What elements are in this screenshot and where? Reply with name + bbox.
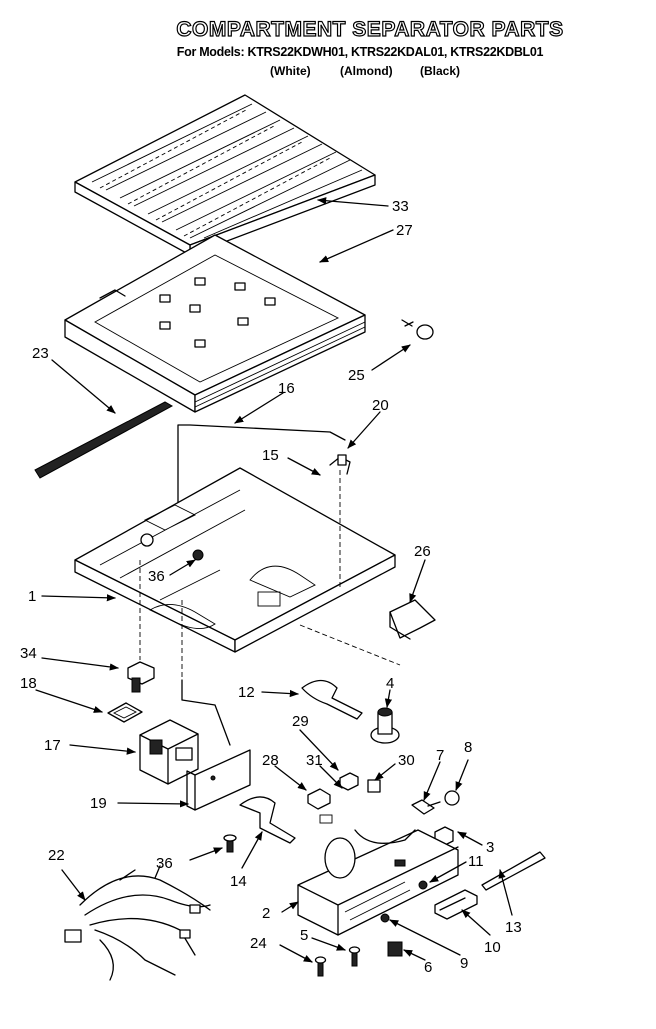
part-8-lamp: [427, 790, 460, 807]
callout-15: 15: [262, 447, 279, 464]
callout-26: 26: [414, 543, 431, 560]
callout-29: 29: [292, 713, 309, 730]
part-24-screw: [314, 956, 327, 977]
callout-10: 10: [484, 939, 501, 956]
callout-31: 31: [306, 752, 323, 769]
callout-30: 30: [398, 752, 415, 769]
leader-lines: [35, 197, 513, 963]
callout-2: 2: [262, 905, 270, 922]
model-numbers: For Models: KTRS22KDWH01, KTRS22KDAL01, …: [176, 45, 544, 59]
part-10-bracket: [434, 889, 478, 920]
callout-9: 9: [460, 955, 468, 972]
callout-18: 18: [20, 675, 37, 692]
callout-28: 28: [262, 752, 279, 769]
color-almond: (Almond): [340, 64, 393, 78]
callout-16: 16: [278, 380, 295, 397]
callout-33: 33: [392, 198, 409, 215]
callout-22: 22: [48, 847, 65, 864]
part-2-housing: [297, 829, 459, 936]
part-16-wire: [177, 424, 351, 521]
part-26-foam: [389, 599, 436, 640]
callout-36b: 36: [156, 855, 173, 872]
part-34-clip: [127, 661, 155, 693]
part-12-clip: [301, 679, 363, 720]
part-23-strip: [34, 401, 174, 479]
part-19-cover: [186, 749, 251, 811]
callout-13: 13: [505, 919, 522, 936]
callout-36a: 36: [148, 568, 165, 585]
part-11-screw: [418, 880, 428, 890]
callout-25: 25: [348, 367, 365, 384]
part-7-sensor: [411, 799, 435, 815]
part-31-clip: [339, 772, 359, 791]
callout-14: 14: [230, 873, 247, 890]
callout-12: 12: [238, 684, 255, 701]
part-9-screw: [380, 913, 390, 923]
callout-3: 3: [486, 839, 494, 856]
color-white: (White): [270, 64, 311, 78]
callout-20: 20: [372, 397, 389, 414]
callout-labels: 33 27 23 25 16 20 15 26 36 1 34 18 12 4 …: [20, 198, 522, 976]
callout-4: 4: [386, 675, 394, 692]
part-14-bracket: [239, 796, 296, 844]
callout-8: 8: [464, 739, 472, 756]
callout-1: 1: [28, 588, 36, 605]
callout-27: 27: [396, 222, 413, 239]
part-5-screw: [348, 946, 361, 967]
callout-23: 23: [32, 345, 49, 362]
part-28-clip: [307, 788, 333, 824]
callout-34: 34: [20, 645, 37, 662]
part-6-clip: [387, 941, 403, 957]
callout-17: 17: [44, 737, 61, 754]
part-36-screw: [223, 834, 237, 853]
callout-19: 19: [90, 795, 107, 812]
part-1-separator: [74, 467, 401, 680]
callout-24: 24: [250, 935, 267, 952]
part-27-tray: [64, 234, 366, 413]
page-title: COMPARTMENT SEPARATOR PARTS: [176, 17, 564, 41]
diagram-header: COMPARTMENT SEPARATOR PARTS For Models: …: [0, 0, 656, 90]
part-13-rod: [481, 851, 546, 891]
part-4-damper: [370, 707, 400, 744]
callout-11: 11: [468, 853, 484, 870]
part-18-grommet: [107, 702, 143, 723]
callout-7: 7: [436, 747, 444, 764]
callout-6: 6: [424, 959, 432, 976]
part-17-control-box: [139, 719, 199, 785]
part-33-shelf: [74, 94, 376, 256]
part-25-knob: [401, 319, 434, 340]
callout-5: 5: [300, 927, 308, 944]
color-black: (Black): [420, 64, 461, 78]
part-22-harness: [64, 865, 211, 981]
part-30-pad: [367, 779, 381, 793]
